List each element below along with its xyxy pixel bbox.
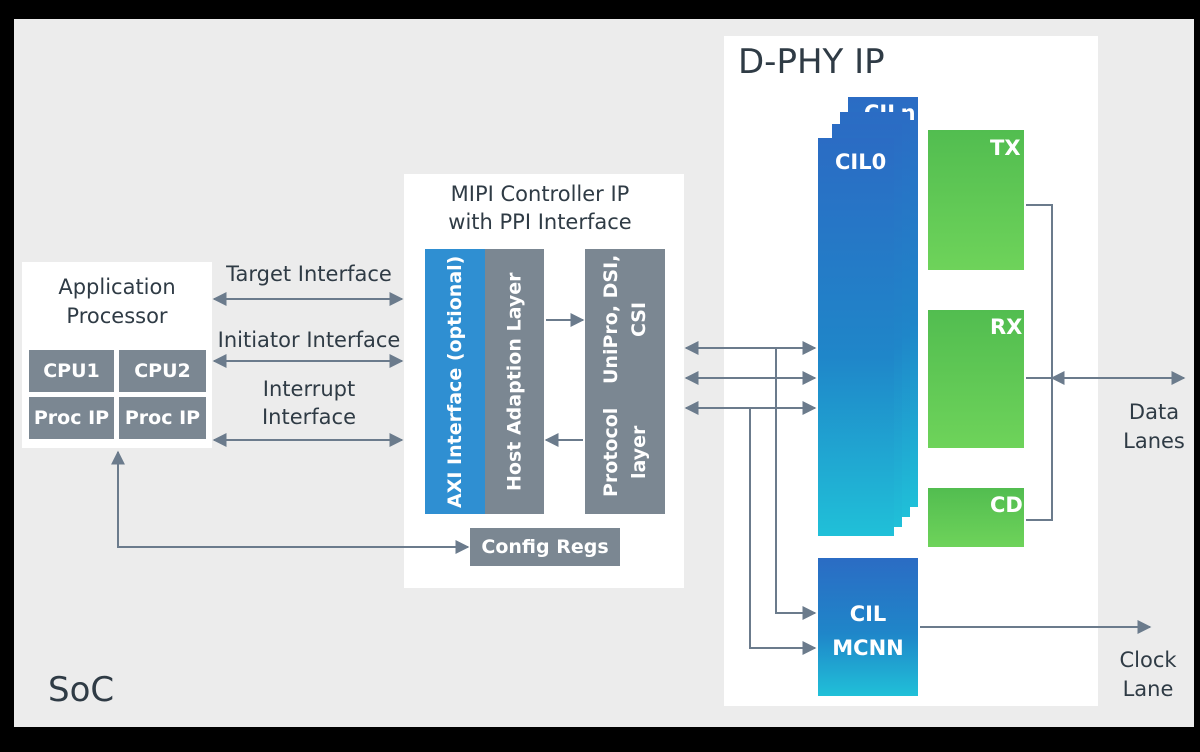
tx-data-wire	[1026, 204, 1053, 378]
cil-label: CIL	[849, 602, 887, 626]
soc-label: SoC	[48, 670, 115, 710]
mipi-controller-title: MIPI Controller IP with PPI Interface	[448, 182, 632, 234]
interrupt-interface-label: Interrupt Interface	[261, 377, 357, 429]
cil0-block	[818, 138, 894, 536]
cil-mcnn-block	[818, 558, 918, 696]
target-interface-label: Target Interface	[226, 262, 392, 286]
proc-ip-cell-1: Proc IP	[29, 397, 114, 439]
initiator-interface-label: Initiator Interface	[217, 328, 401, 352]
tx-label: TX	[990, 136, 1021, 160]
config-regs-arrow	[111, 450, 470, 554]
cil0-label: CIL0	[835, 150, 887, 174]
cpu1-cell: CPU1	[29, 350, 114, 392]
data-lanes-label: Data Lanes	[1123, 400, 1185, 453]
cd-label: CD	[990, 493, 1023, 517]
ppi-to-cil-arrow-2	[749, 408, 817, 655]
rx-block	[928, 310, 1024, 448]
tx-block	[928, 130, 1024, 270]
config-regs-block: Config Regs	[470, 528, 620, 566]
application-processor-title: Application Processor	[58, 275, 176, 328]
dphy-ip-title: D-PHY IP	[738, 42, 885, 82]
cd-block	[928, 488, 1024, 547]
rx-label: RX	[990, 315, 1023, 339]
cd-data-wire	[1026, 378, 1053, 521]
clock-lane-label: Clock Lane	[1119, 648, 1177, 701]
cpu2-cell: CPU2	[119, 350, 206, 392]
mcnn-label: MCNN	[832, 636, 904, 660]
ppi-to-cil-arrow-1	[775, 348, 817, 620]
proc-ip-cell-2: Proc IP	[119, 397, 206, 439]
